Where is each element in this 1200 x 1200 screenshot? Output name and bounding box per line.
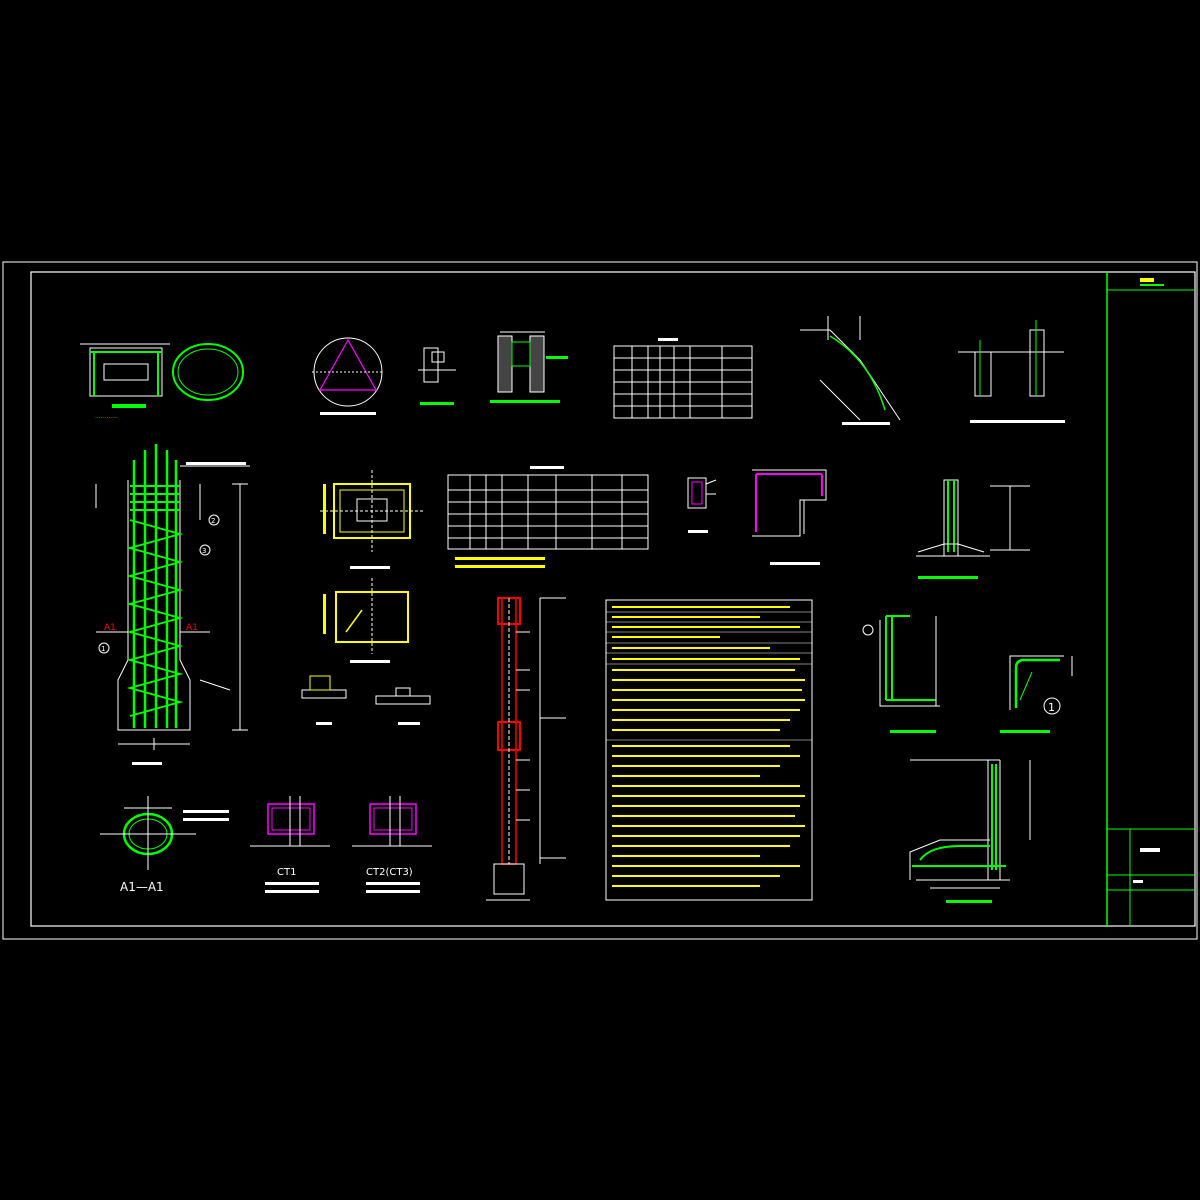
a1-section: A1—A1 (100, 796, 229, 894)
title-block (1106, 272, 1195, 926)
callout-1: 1 (101, 645, 105, 653)
svg-text:············: ············ (95, 415, 118, 422)
beam-node-detail (752, 469, 827, 565)
corner-detail: 1 (1000, 655, 1073, 733)
pile-section-circle (312, 337, 384, 415)
section-mark-left: A1 (104, 623, 116, 633)
pile-top-detail: ············ (80, 343, 244, 422)
cap-ct1: CT1 (250, 796, 330, 893)
cap-ct2: CT2(CT3) (352, 796, 432, 893)
foundation-table (447, 466, 649, 568)
inner-border (30, 271, 1196, 927)
pile-elevation: A1 A1 2 3 1 (95, 444, 250, 765)
detail-circle-label: 1 (1048, 701, 1055, 714)
waterproof-detail (490, 331, 568, 403)
slope-detail (800, 316, 901, 425)
foundation-plan-2 (323, 578, 409, 663)
cap2-label: CT2(CT3) (366, 867, 413, 878)
large-wall-detail (909, 759, 1031, 903)
small-pile-detail (418, 347, 456, 405)
pile-table (613, 338, 753, 419)
wall-foot-detail (958, 320, 1065, 423)
section-mark-right: A1 (186, 623, 198, 633)
column-elevation (486, 597, 566, 901)
outer-border (2, 261, 1198, 940)
wall-detail-2 (862, 615, 940, 733)
callout-2: 2 (211, 517, 215, 525)
notes-block (605, 599, 813, 901)
column-small-section (687, 477, 717, 533)
wall-detail-1 (916, 479, 1030, 579)
cap1-label: CT1 (277, 867, 296, 878)
foundation-plan-1 (320, 470, 424, 569)
section-title: A1—A1 (120, 880, 164, 894)
small-sections (301, 675, 431, 725)
callout-3: 3 (202, 547, 206, 555)
